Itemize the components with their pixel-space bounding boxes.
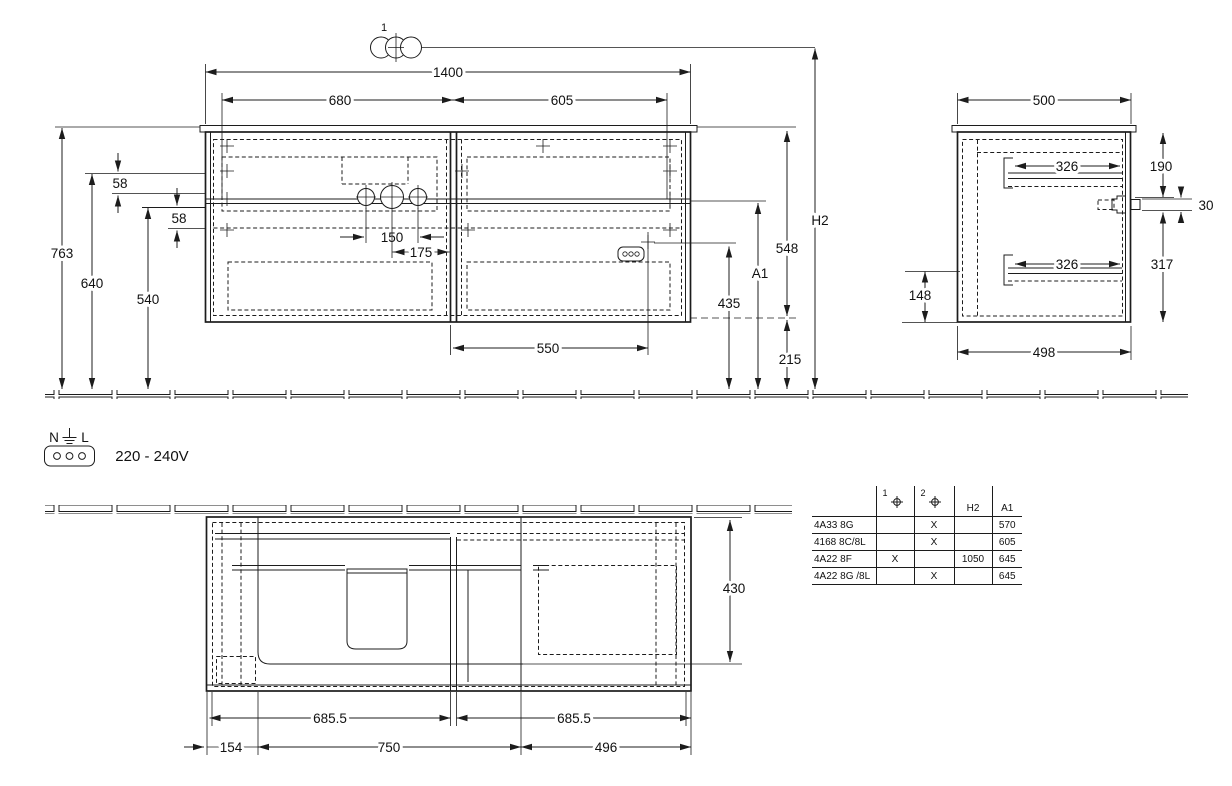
dim-685-left: 685.5: [313, 711, 347, 726]
dim-750: 750: [378, 740, 401, 755]
hole2-mark: [914, 550, 955, 568]
dim-215: 215: [779, 352, 802, 367]
dim-430: 430: [723, 581, 746, 596]
dim-175: 175: [410, 245, 433, 260]
terminal-n-label: N: [49, 430, 59, 445]
hole1-mark: X: [876, 550, 915, 568]
h2-value: [954, 533, 993, 551]
dim-A1: A1: [752, 266, 769, 281]
faucet-holes-icon: [356, 182, 428, 212]
h2-value: 1050: [954, 550, 993, 568]
dim-154: 154: [220, 740, 243, 755]
header-hole2-number: 2: [920, 488, 926, 498]
lower-left-drawer: [227, 261, 433, 311]
earth-ground-icon: [62, 428, 77, 444]
hole2-mark: X: [914, 516, 955, 534]
socket-icon: [617, 246, 645, 262]
dim-30: 30: [1198, 198, 1213, 213]
dim-326-upper: 326: [1056, 159, 1079, 174]
side-cabinet-outline: [956, 131, 1132, 323]
dim-763: 763: [51, 246, 74, 261]
hole2-mark: X: [914, 533, 955, 551]
table-header-row: 1 2 H2 A1: [812, 486, 1022, 517]
callout-1: 1: [370, 19, 815, 62]
header-hole2: 2: [914, 486, 955, 517]
dim-148: 148: [909, 288, 932, 303]
variant-table: 1 2 H2 A1 4A33 8G X 570 4168 8C/8L X 605: [812, 486, 1022, 585]
cabinet-outline: [204, 131, 692, 323]
front-view-dimensions: 1400 680 605 763 640 540 58 58 150 175: [48, 48, 832, 389]
bottom-plan-view: [205, 516, 742, 692]
dim-680: 680: [329, 93, 352, 108]
dim-540: 540: [137, 292, 160, 307]
voltage-label: 220 - 240V: [115, 448, 188, 465]
model-code: 4A33 8G: [812, 516, 877, 534]
bottom-view-dimensions: 430 685.5 685.5 154 750 496: [184, 517, 748, 758]
callout-number: 1: [381, 22, 387, 34]
power-supply-symbol: N L 220 - 240V: [44, 427, 192, 468]
terminal-l-label: L: [81, 430, 89, 445]
dim-550: 550: [537, 341, 560, 356]
h2-value: [954, 516, 993, 534]
upper-right-drawer: [466, 156, 671, 212]
dim-605: 605: [551, 93, 574, 108]
socket-strip-icon: [44, 445, 95, 467]
lower-right-drawer: [466, 261, 671, 311]
a1-value: 570: [992, 516, 1022, 534]
dim-1400: 1400: [433, 65, 463, 80]
dim-498: 498: [1033, 345, 1056, 360]
floor-line-upper: [45, 390, 1188, 399]
dim-58-upper: 58: [112, 176, 127, 191]
model-code: 4168 8C/8L: [812, 533, 877, 551]
a1-value: 605: [992, 533, 1022, 551]
mounting-cross-marks: [220, 139, 677, 249]
table-row: 4168 8C/8L X 605: [812, 533, 1022, 551]
basin-outline: [257, 517, 523, 665]
wall-line-lower: [45, 505, 792, 514]
table-row: 4A22 8G /8L X 645: [812, 567, 1022, 585]
dim-500: 500: [1033, 93, 1056, 108]
dim-685-right: 685.5: [557, 711, 591, 726]
table-row: 4A22 8F X 1050 645: [812, 550, 1022, 568]
dim-435: 435: [718, 296, 741, 311]
side-view: [951, 125, 1141, 323]
dim-H2: H2: [811, 213, 828, 228]
front-view: [199, 125, 698, 323]
sink-bowl: [346, 568, 408, 650]
hole1-mark: [876, 567, 915, 585]
crosshair-icon: [890, 496, 903, 508]
side-view-dimensions: 500 326 326 190 30 317 148 498: [902, 90, 1217, 363]
dim-640: 640: [81, 276, 104, 291]
header-hole1-number: 1: [882, 488, 888, 498]
model-code: 4A22 8G /8L: [812, 567, 877, 585]
header-hole1: 1: [876, 486, 915, 517]
dim-317: 317: [1151, 257, 1174, 272]
dim-58-lower: 58: [171, 211, 186, 226]
a1-value: 645: [992, 567, 1022, 585]
dim-326-lower: 326: [1056, 257, 1079, 272]
header-a1: A1: [992, 486, 1022, 517]
header-model: [812, 486, 877, 517]
h2-value: [954, 567, 993, 585]
dim-190: 190: [1150, 159, 1173, 174]
dim-548: 548: [776, 241, 799, 256]
center-divider: [449, 132, 458, 322]
model-code: 4A22 8F: [812, 550, 877, 568]
plan-outline: [205, 516, 692, 692]
header-h2: H2: [954, 486, 993, 517]
hole1-mark: [876, 533, 915, 551]
crosshair-icon: [928, 496, 941, 508]
tap-deck: [205, 198, 691, 204]
countertop: [199, 125, 698, 133]
siphon-cutout: [341, 157, 409, 185]
dim-496: 496: [595, 740, 618, 755]
hole1-mark: [876, 516, 915, 534]
a1-value: 645: [992, 550, 1022, 568]
table-row: 4A33 8G X 570: [812, 516, 1022, 534]
side-countertop: [951, 125, 1137, 133]
hinge-detail: [1111, 195, 1125, 214]
hole2-mark: X: [914, 567, 955, 585]
